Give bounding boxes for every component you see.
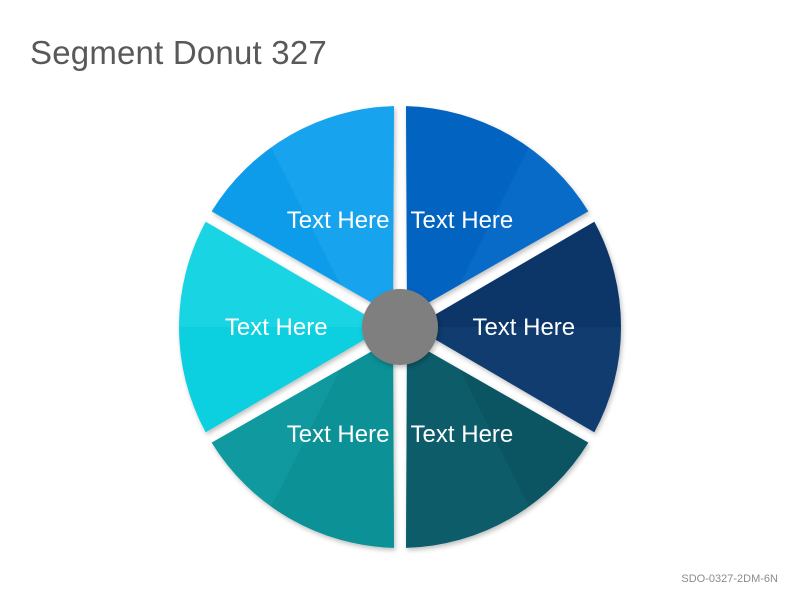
center-hub xyxy=(362,289,438,365)
segment-label-3: Text Here xyxy=(411,421,514,448)
donut-segment-sheen-4 xyxy=(211,339,394,548)
donut-segment-sheen-2 xyxy=(414,221,621,433)
segment-label-6: Text Here xyxy=(287,207,390,234)
segment-label-1: Text Here xyxy=(411,207,514,234)
donut-segment-sheen-6 xyxy=(211,106,394,315)
segment-label-5: Text Here xyxy=(225,314,328,341)
footer-code: SDO-0327-2DM-6N xyxy=(681,573,778,585)
segment-label-2: Text Here xyxy=(472,314,575,341)
labels-layer: Text Here Text Here Text Here Text Here … xyxy=(225,207,575,448)
donut-segment-sheen-3 xyxy=(406,339,589,548)
donut-segment-sheen-1 xyxy=(406,106,589,315)
segment-label-4: Text Here xyxy=(287,421,390,448)
slide-title: Segment Donut 327 xyxy=(30,34,327,71)
donut-segment-sheen-5 xyxy=(179,221,386,433)
segments-layer xyxy=(179,106,621,548)
